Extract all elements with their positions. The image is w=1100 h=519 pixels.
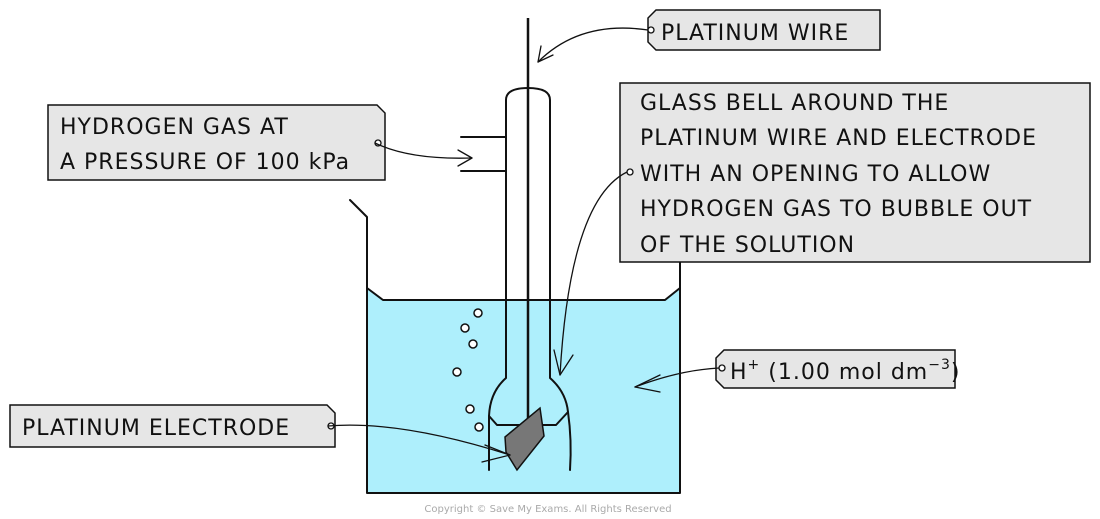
bell-lower-right <box>567 411 572 471</box>
svg-text:HYDROGEN GAS AT: HYDROGEN GAS AT <box>60 115 289 140</box>
label-glass-bell: GLASS BELL AROUND THE PLATINUM WIRE AND … <box>619 82 1091 263</box>
svg-text:GLASS BELL AROUND THE: GLASS BELL AROUND THE <box>640 91 949 116</box>
label-hydrogen-gas: HYDROGEN GAS AT A PRESSURE OF 100 kPa <box>47 104 386 181</box>
svg-text:WITH AN OPENING TO ALLOW: WITH AN OPENING TO ALLOW <box>640 162 991 187</box>
label-platinum-electrode: PLATINUM ELECTRODE <box>9 404 336 448</box>
hydrogen-bubbles <box>452 308 484 432</box>
copyright-notice: Copyright © Save My Exams. All Rights Re… <box>424 504 671 515</box>
acid-solution <box>367 288 680 493</box>
svg-text:OF THE SOLUTION: OF THE SOLUTION <box>640 233 855 258</box>
glass-bell <box>488 87 569 426</box>
pointer-arrows <box>327 27 720 463</box>
platinum-electrode <box>504 406 545 472</box>
svg-text:PLATINUM ELECTRODE: PLATINUM ELECTRODE <box>22 416 290 441</box>
svg-text:HYDROGEN GAS TO BUBBLE OUT: HYDROGEN GAS TO BUBBLE OUT <box>640 197 1032 222</box>
svg-text:PLATINUM WIRE: PLATINUM WIRE <box>661 21 849 46</box>
svg-text:A PRESSURE OF 100 kPa: A PRESSURE OF 100 kPa <box>60 150 350 175</box>
gas-inlet-arm <box>460 136 507 172</box>
svg-text:H+ (1.00 mol dm−3): H+ (1.00 mol dm−3) <box>730 357 960 385</box>
label-platinum-wire: PLATINUM WIRE <box>647 9 881 51</box>
label-h-plus: H+ (1.00 mol dm−3) <box>715 349 960 389</box>
svg-text:PLATINUM WIRE AND ELECTRODE: PLATINUM WIRE AND ELECTRODE <box>640 126 1037 151</box>
liquid-surface <box>366 287 681 301</box>
beaker <box>349 199 681 494</box>
